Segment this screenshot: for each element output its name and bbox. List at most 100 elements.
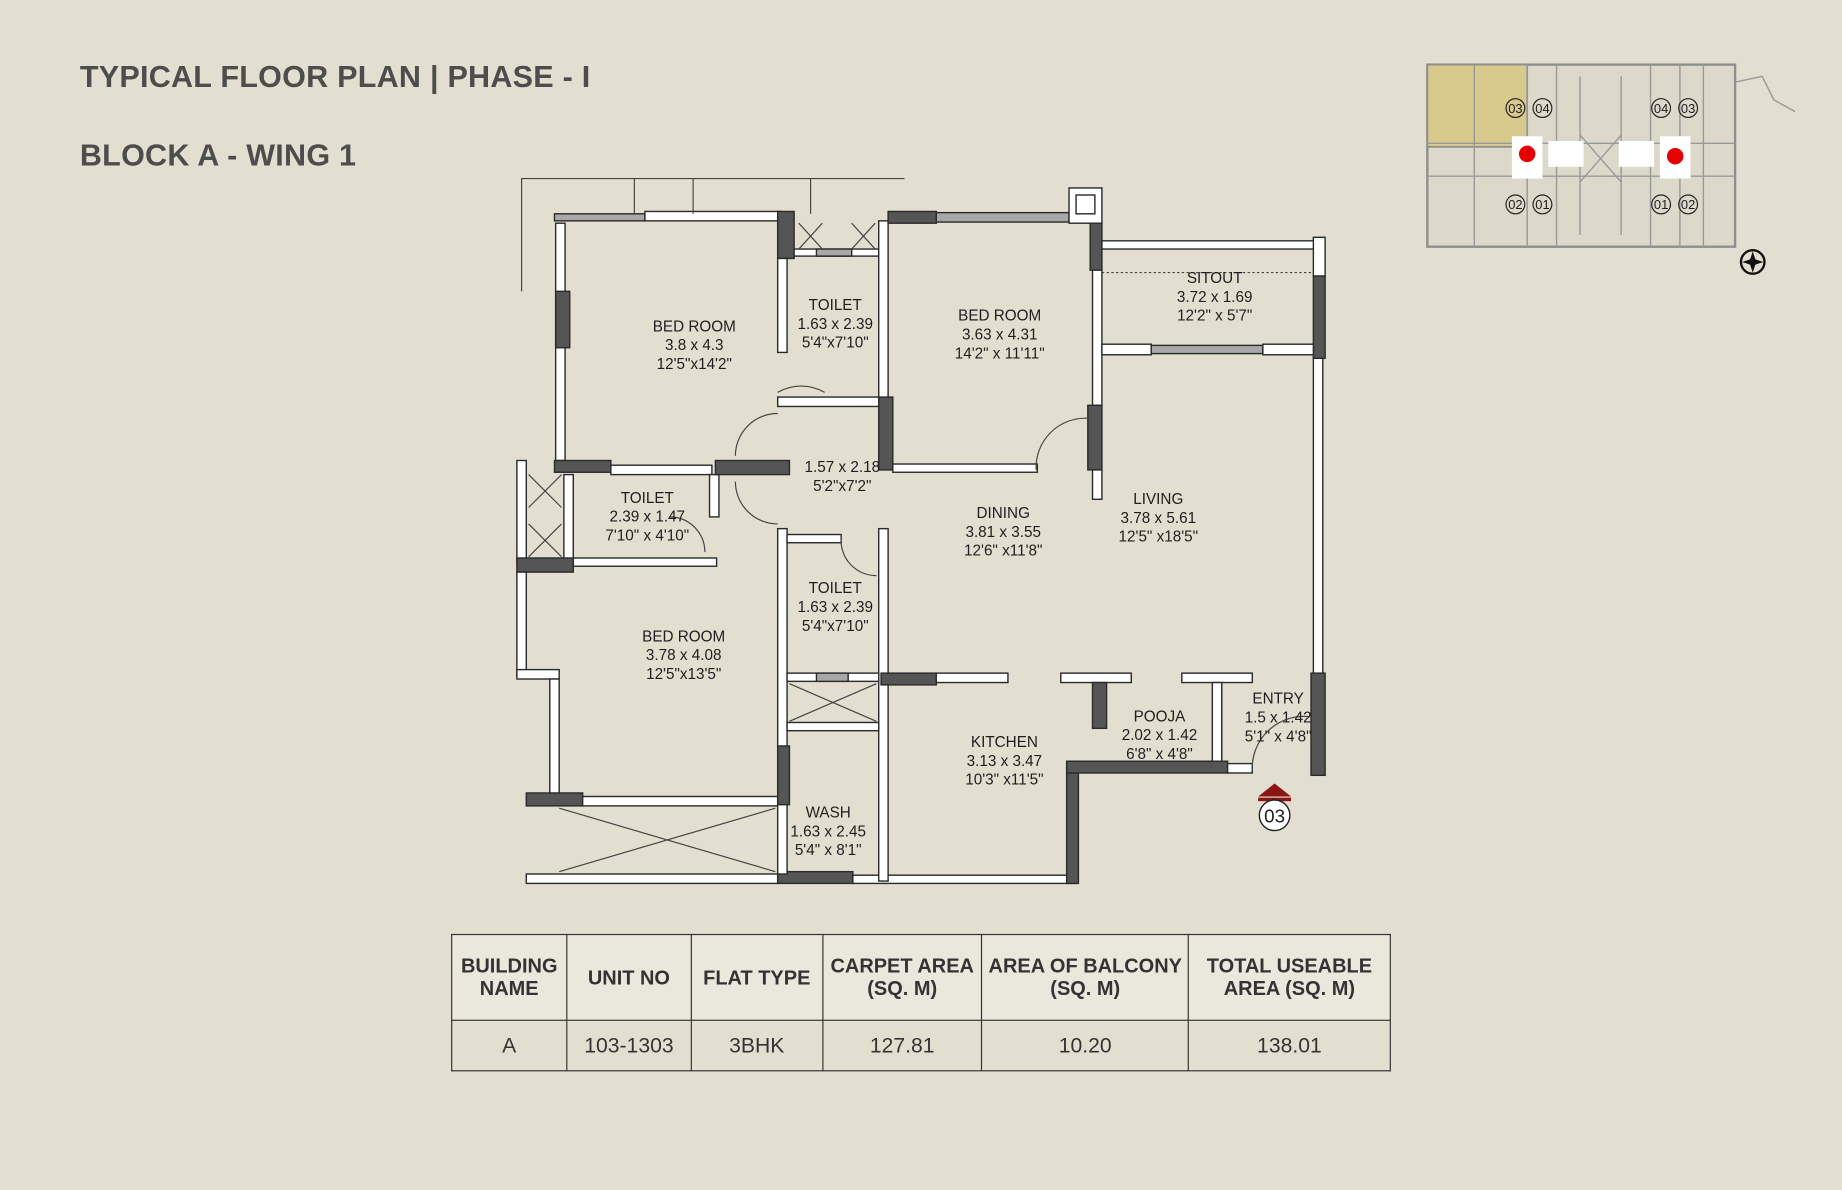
room-metric: 1.63 x 2.39	[797, 316, 873, 333]
wall	[1091, 269, 1103, 406]
room-name: DINING	[977, 505, 1030, 522]
wall	[878, 527, 889, 882]
table-header-row: BUILDING NAME UNIT NO FLAT TYPE CARPET A…	[451, 933, 1391, 1021]
wall	[776, 745, 791, 806]
north-compass-icon	[1739, 249, 1766, 275]
balcony-outline	[521, 177, 905, 292]
wall	[516, 459, 527, 565]
wall	[1312, 275, 1326, 360]
window	[815, 248, 853, 257]
key-plan-unit-circle	[1651, 194, 1672, 215]
unit-area-table: BUILDING NAME UNIT NO FLAT TYPE CARPET A…	[451, 933, 1391, 1072]
key-plan-unit-circle	[1532, 194, 1553, 215]
table-row: A 103-1303 3BHK 127.81 10.20 138.01	[451, 1019, 1391, 1072]
wall	[1181, 672, 1253, 684]
key-plan-unit-label: 02	[1508, 197, 1522, 212]
key-plan-unit-circle	[1651, 98, 1672, 119]
wall	[644, 210, 782, 222]
header-flat-type: FLAT TYPE	[690, 933, 824, 1021]
room-metric: 1.63 x 2.45	[790, 823, 866, 840]
room-name: WASH	[806, 805, 851, 822]
room-metric: 2.39 x 1.47	[610, 509, 686, 526]
wall	[553, 459, 612, 473]
wall	[708, 473, 720, 518]
header-carpet-area: CARPET AREA (SQ. M)	[821, 933, 983, 1021]
room-name: BED ROOM	[958, 308, 1041, 325]
wall	[525, 792, 584, 807]
wall	[1087, 404, 1103, 471]
room-imperial: 12'6" x11'8"	[964, 543, 1042, 560]
wall	[776, 210, 795, 260]
wall	[1262, 343, 1315, 356]
wall	[1226, 762, 1253, 774]
window	[1150, 344, 1264, 355]
window	[935, 211, 1070, 223]
key-plan-lift-marker	[1666, 148, 1684, 165]
wall	[1310, 672, 1326, 777]
wall	[554, 290, 571, 349]
block-wing-title: BLOCK A - WING 1	[79, 137, 357, 173]
header-building-name: BUILDING NAME	[451, 933, 568, 1021]
room-imperial: 7'10" x 4'10"	[605, 527, 689, 544]
room-metric: 3.81 x 3.55	[965, 524, 1041, 541]
room-name: ENTRY	[1252, 691, 1303, 708]
room-imperial: 12'2" x 5'7"	[1177, 308, 1252, 325]
cell-carpet-area: 127.81	[821, 1019, 983, 1072]
key-plan-unit-circle	[1532, 98, 1553, 119]
wall	[1060, 672, 1132, 684]
room-metric: 3.13 x 3.47	[967, 753, 1043, 770]
room-imperial: 5'4" x 8'1"	[795, 842, 862, 859]
wall	[1075, 194, 1096, 215]
header-total-area: TOTAL USEABLE AREA (SQ. M)	[1187, 933, 1391, 1021]
header-balcony-area: AREA OF BALCONY (SQ. M)	[981, 933, 1190, 1021]
room-name: TOILET	[809, 580, 862, 597]
key-plan-unit-label: 04	[1535, 101, 1549, 116]
room-imperial: 5'1" x 4'8"	[1245, 728, 1312, 745]
room-name: BED ROOM	[642, 628, 725, 645]
key-plan-unit-circle	[1505, 98, 1526, 119]
wall	[610, 464, 713, 476]
room-imperial: 14'2" x 11'11"	[955, 345, 1045, 362]
wall	[1091, 469, 1103, 500]
wall	[572, 557, 718, 567]
room-name: TOILET	[809, 297, 862, 314]
wall	[1065, 760, 1229, 774]
room-imperial: 5'2"x7'2"	[813, 478, 871, 495]
room-name: LIVING	[1133, 491, 1183, 508]
wall	[1312, 357, 1324, 677]
wall	[525, 873, 779, 885]
wall	[776, 396, 880, 408]
unit-marker	[1258, 799, 1291, 832]
room-imperial: 12'5" x18'5"	[1119, 529, 1198, 546]
cell-building: A	[451, 1019, 568, 1072]
wall	[1101, 343, 1152, 356]
room-imperial: 12'5"x14'2"	[657, 356, 732, 373]
highlighted-unit	[1426, 63, 1529, 148]
wall	[776, 870, 854, 885]
key-plan-unit-label: 03	[1681, 101, 1695, 116]
room-metric: 3.72 x 1.69	[1177, 289, 1253, 306]
wall	[1091, 681, 1108, 730]
wall	[1211, 681, 1223, 765]
room-metric: 3.63 x 4.31	[962, 327, 1038, 344]
wall	[887, 210, 937, 224]
cell-balcony-area: 10.20	[981, 1019, 1190, 1072]
wall	[581, 795, 779, 807]
unit-marker-label: 03	[1264, 805, 1285, 826]
wall	[1101, 240, 1317, 250]
key-plan-unit-circle	[1678, 98, 1699, 119]
wall	[516, 571, 527, 677]
wall	[935, 672, 1009, 684]
page-title: TYPICAL FLOOR PLAN | PHASE - I	[79, 58, 591, 94]
wall	[776, 527, 788, 753]
wall	[776, 257, 788, 354]
room-name: SITOUT	[1187, 270, 1243, 287]
key-plan-unit-label: 03	[1508, 101, 1522, 116]
room-metric: 1.5 x 1.42	[1245, 709, 1312, 726]
wall	[776, 803, 788, 875]
cell-total-area: 138.01	[1187, 1019, 1391, 1072]
header-unit-no: UNIT NO	[566, 933, 692, 1021]
